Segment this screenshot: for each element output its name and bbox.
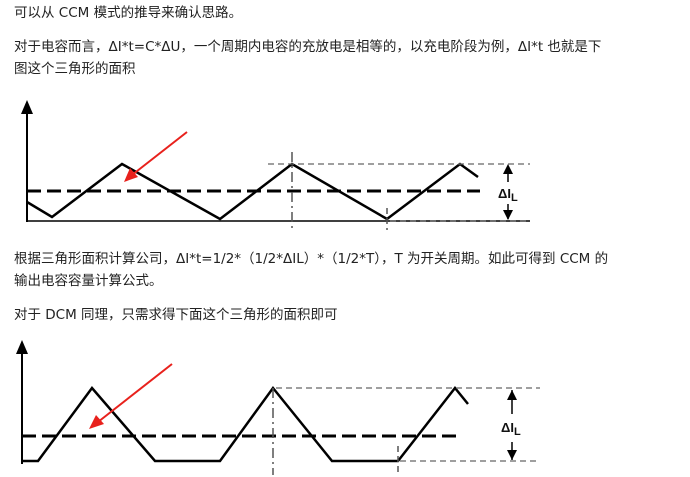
intro-text: 可以从 CCM 模式的推导来确认思路。	[14, 5, 243, 21]
capacitor-text-line-2: 图这个三角形的面积	[14, 61, 136, 77]
dcm-delta-il-dimension	[507, 390, 517, 460]
ccm-delta-il-label: ΔIL	[498, 186, 518, 204]
capacitor-paragraph: 对于电容而言，ΔI*t=C*ΔU，一个周期内电容的充放电是相等的，以充电阶段为例…	[14, 36, 676, 80]
ccm-red-pointer-arrow	[124, 131, 188, 182]
capacitor-text-line-1: 对于电容而言，ΔI*t=C*ΔU，一个周期内电容的充放电是相等的，以充电阶段为例…	[14, 39, 602, 55]
dcm-y-axis	[16, 340, 28, 464]
dcm-delta-il-label: ΔIL	[501, 420, 521, 438]
intro-paragraph: 可以从 CCM 模式的推导来确认思路。	[14, 2, 676, 24]
dcm-paragraph: 对于 DCM 同理，只需求得下面这个三角形的面积即可	[14, 304, 676, 326]
dcm-red-pointer-arrow	[89, 363, 173, 429]
dcm-text: 对于 DCM 同理，只需求得下面这个三角形的面积即可	[14, 307, 338, 323]
ccm-formula-line-2: 输出电容容量计算公式。	[14, 273, 163, 289]
dcm-ripple-figure: ΔIL	[16, 340, 540, 475]
ccm-delta-il-dimension	[503, 164, 513, 220]
dcm-current-waveform	[22, 385, 469, 463]
ccm-current-waveform	[26, 162, 479, 221]
ccm-ripple-figure: ΔIL	[21, 100, 530, 230]
ccm-formula-paragraph: 根据三角形面积计算公司，ΔI*t=1/2*（1/2*ΔIL）*（1/2*T），T…	[14, 248, 676, 292]
ccm-formula-line-1: 根据三角形面积计算公司，ΔI*t=1/2*（1/2*ΔIL）*（1/2*T），T…	[14, 251, 609, 267]
